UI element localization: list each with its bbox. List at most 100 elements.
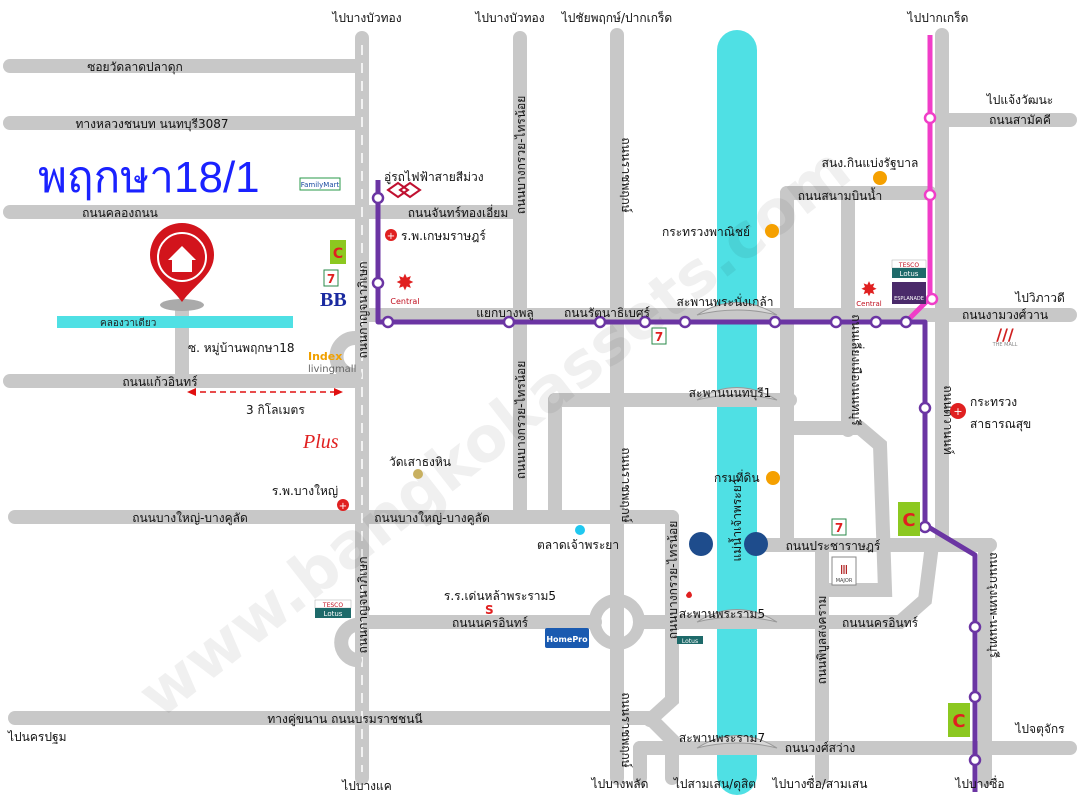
school-icon: S xyxy=(485,603,494,617)
pak-kret-label: ไปปากเกร็ด xyxy=(907,10,969,25)
rama-7-label: สะพานพระราม7 xyxy=(679,731,765,745)
ratchaphruek-3-label: ถนนราชพฤกษ์ xyxy=(619,692,633,768)
the-mall-logo: ///THE MALL xyxy=(992,325,1018,348)
place-labels: อู่รถไฟฟ้าสายสีม่วง + ร.พ.เกษมราษฎร์ ร.พ… xyxy=(272,156,1031,617)
khlong-thanon-label: ถนนคลองถนน xyxy=(82,206,158,220)
index-2-label: livingmall xyxy=(308,364,356,375)
seven-eleven-label: 7 xyxy=(835,521,843,535)
chaeng-watthana-label: ไปแจ้งวัฒนะ xyxy=(986,93,1054,107)
homepro-label: HomePro xyxy=(546,635,588,644)
esplanade-label: ESPLANADE xyxy=(894,296,924,302)
pink-line xyxy=(904,35,933,324)
chaiyaphruek-label: ไปชัยพฤกษ์/ปากเกร็ด xyxy=(561,10,672,25)
direction-labels: ไปบางบัวทอง ไปบางบัวทอง ไปชัยพฤกษ์/ปากเก… xyxy=(7,10,1065,793)
rattanathibet-label: ถนนรัตนาธิเบศร์ xyxy=(564,306,651,320)
health-ministry-2-label: สาธารณสุข xyxy=(970,417,1031,432)
esplanade-logo: ESPLANADE xyxy=(892,282,926,304)
bang-khae-label: ไปบางแค xyxy=(341,779,392,793)
nakhon-in-1-label: ถนนนครอินทร์ xyxy=(452,616,529,630)
bang-phlu-junction-label: แยกบางพลู xyxy=(476,306,534,321)
hospital-icon xyxy=(337,499,349,511)
the-mall-label: THE MALL xyxy=(992,342,1018,348)
seven-eleven-logo: 7 xyxy=(323,269,339,287)
rama-5-label: สะพานพระราม5 xyxy=(679,607,765,621)
village-soi-label: ซ. หมู่บ้านพฤกษา18 xyxy=(188,341,295,356)
ratchaphruek-2-label: ถนนราชพฤกษ์ xyxy=(619,447,633,523)
temple-icon xyxy=(413,469,423,479)
poi-dot-icon xyxy=(765,224,779,238)
river-label: แม่น้ำเจ้าพระยา xyxy=(728,478,744,561)
svg-text:///: /// xyxy=(996,325,1014,344)
bridge-labels: สะพานพระนั่งเกล้า สะพานนนทบุรี1 สะพานพระ… xyxy=(677,293,774,745)
svg-text:✸: ✸ xyxy=(861,277,878,301)
bigc-label: C xyxy=(902,510,915,531)
seven-eleven-logo: 7 xyxy=(831,518,847,536)
bridges xyxy=(696,302,778,749)
chan-thong-iam-label: ถนนจันทร์ทองเอี่ยม xyxy=(408,204,509,220)
rural-3087-label: ทางหลวงชนบท นนทบุรี3087 xyxy=(76,117,229,132)
nakhon-in-2-label: ถนนนครอินทร์ xyxy=(842,616,919,630)
soi-wat-lat-pla-duk-label: ซอยวัดลาดปลาดุก xyxy=(87,60,183,75)
bigc-label: C xyxy=(333,246,343,262)
familymart-label: FamilyMart xyxy=(301,181,340,189)
bb-logo: BB xyxy=(320,289,347,311)
svg-text:Ⅲ: Ⅲ xyxy=(840,563,848,577)
tesco-lotus-logo: Lotus xyxy=(677,630,703,645)
scale-label: 3 กิโลเมตร xyxy=(246,403,305,417)
phibun-songkhram-label: ถนนพิบูลสงคราม xyxy=(815,596,830,685)
phra-nang-klao-label: สะพานพระนั่งเกล้า xyxy=(677,293,774,309)
brand-logos: FamilyMart C 7 BB ✸Central Indexlivingma… xyxy=(299,177,1018,737)
bang-yai-bang-kruat-1-label: ถนนบางใหญ่-บางคูลัด xyxy=(132,511,248,526)
bypass-nonthaburi-label: ถนนเลี่ยงเมืองนนทบุรี xyxy=(848,314,865,426)
homepro-logo: HomePro xyxy=(545,628,589,648)
bang-bua-thong-2-label: ไปบางบัวทอง xyxy=(474,11,544,25)
sanam-bin-nam-label: ถนนสนามบินน้ำ xyxy=(798,187,883,203)
major-label: MAJOR xyxy=(836,578,853,584)
bigc-label: C xyxy=(952,711,965,732)
svg-text:+: + xyxy=(953,405,962,418)
index-1-label: Index xyxy=(308,350,342,363)
wong-sawang-label: ถนนวงศ์สว่าง xyxy=(785,741,856,755)
samsen-dusit-label: ไปสามเสน/ดุสิต xyxy=(673,777,756,792)
tesco-label: TESCO xyxy=(898,262,919,269)
purple-line xyxy=(375,180,978,792)
nonthaburi-1-label: สะพานนนทบุรี1 xyxy=(689,386,772,401)
poi-dot-icon xyxy=(766,471,780,485)
market-dot-icon xyxy=(575,525,585,535)
lotus-label: Lotus xyxy=(682,638,698,645)
commerce-ministry-label: กระทรวงพาณิชย์ xyxy=(662,225,750,239)
kaew-in-label: ถนนแก้วอินทร์ xyxy=(122,375,198,389)
vibhavadi-label: ไปวิภาวดี xyxy=(1014,291,1065,305)
road-labels: ซอยวัดลาดปลาดุก ทางหลวงชนบท นนทบุรี3087 … xyxy=(76,60,1051,768)
bang-yai-hospital-label: ร.พ.บางใหญ่ xyxy=(272,484,338,498)
lottery-office-label: สนง.กินแบ่งรัฐบาล xyxy=(822,156,919,170)
canal-label: คลองวาเดียว xyxy=(100,317,156,329)
ngam-wong-wan-label: ถนนงามวงศ์วาน xyxy=(962,308,1048,322)
chatuchak-label: ไปจตุจักร xyxy=(1014,722,1065,737)
bang-bua-thong-1-label: ไปบางบัวทอง xyxy=(331,11,401,25)
kanchanaphisek-1-label: ถนนกาญจนาภิเษก xyxy=(356,261,370,358)
hospital-icon xyxy=(385,229,397,241)
bang-kruai-sai-noi-1-label: ถนนบางกรวย-ไทรน้อย xyxy=(514,96,528,215)
kasemrad-hospital-label: ร.พ.เกษมราษฎร์ xyxy=(401,229,486,243)
page-title: พฤกษา18/1 xyxy=(38,153,260,202)
plus-mall-logo: Plus xyxy=(302,431,339,453)
krungthep-nonthaburi-label: ถนนกรุงเทพ-นนทบุรี xyxy=(986,552,1001,658)
seven-eleven-label: 7 xyxy=(655,330,663,344)
home-pin-icon xyxy=(150,223,214,311)
health-ministry-1-label: กระทรวง xyxy=(970,395,1017,409)
bang-yai-bang-kruat-2-label: ถนนบางใหญ่-บางคูลัด xyxy=(374,511,490,526)
ferry-pier-icon xyxy=(744,532,768,556)
land-department-label: กรมที่ดิน xyxy=(714,469,760,485)
svg-text:✸: ✸ xyxy=(396,271,414,296)
seven-eleven-label: 7 xyxy=(327,272,335,286)
svg-text:+: + xyxy=(387,231,395,242)
kanchanaphisek-2-label: ถนนกาญจนาภิเษก xyxy=(356,556,370,653)
svg-text:+: + xyxy=(339,501,347,512)
hospital-icon xyxy=(950,403,966,419)
bigc-logo: C xyxy=(948,703,970,737)
